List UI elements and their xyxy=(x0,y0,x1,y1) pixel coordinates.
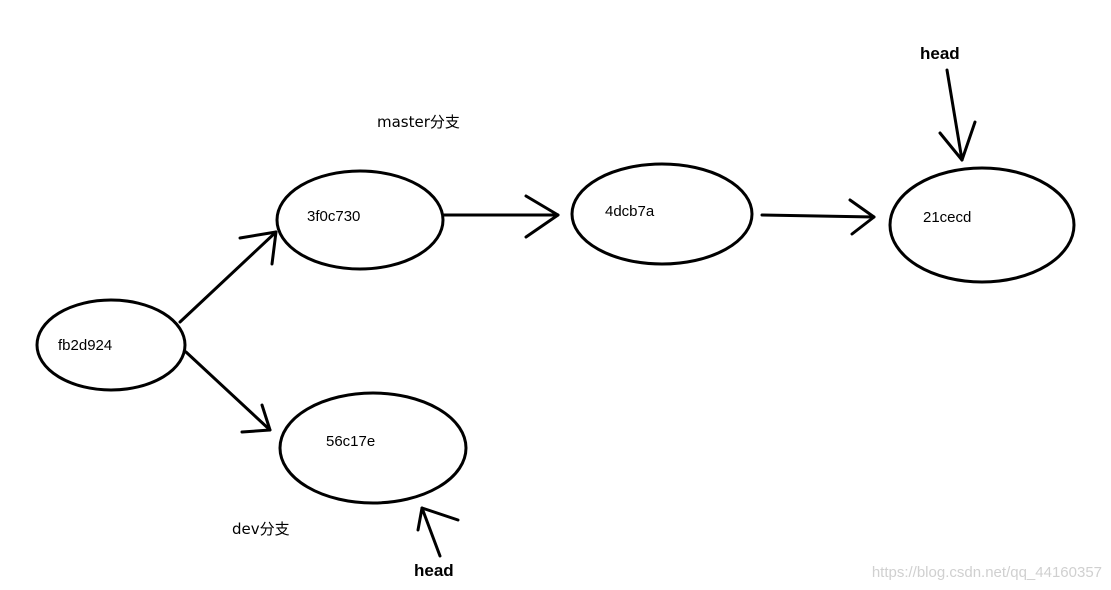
commit-node-56c17e xyxy=(278,391,468,505)
edge-3f0c730-to-4dcb7a xyxy=(442,194,560,239)
edge-4dcb7a-to-21cecd xyxy=(760,198,876,236)
commit-label-21cecd: 21cecd xyxy=(923,209,971,226)
head-pointer-arrow-master xyxy=(938,68,977,162)
commit-label-56c17e: 56c17e xyxy=(326,433,375,450)
commit-node-3f0c730 xyxy=(275,169,445,271)
head-label-dev: head xyxy=(414,561,454,580)
commit-label-4dcb7a: 4dcb7a xyxy=(605,203,655,220)
watermark-text: https://blog.csdn.net/qq_44160357 xyxy=(872,564,1102,581)
edge-fb2d924-to-3f0c730 xyxy=(178,230,278,324)
commit-node-fb2d924 xyxy=(35,298,187,392)
edge-fb2d924-to-56c17e xyxy=(184,350,272,434)
commit-node-21cecd xyxy=(888,166,1076,284)
branch-label-master: master分支 xyxy=(377,113,460,131)
commit-label-3f0c730: 3f0c730 xyxy=(307,208,360,225)
head-pointer-arrow-dev xyxy=(416,506,460,558)
commit-node-4dcb7a xyxy=(570,162,754,266)
branch-label-dev: dev分支 xyxy=(232,520,290,538)
commit-label-fb2d924: fb2d924 xyxy=(58,337,112,354)
head-label-master: head xyxy=(920,44,960,63)
